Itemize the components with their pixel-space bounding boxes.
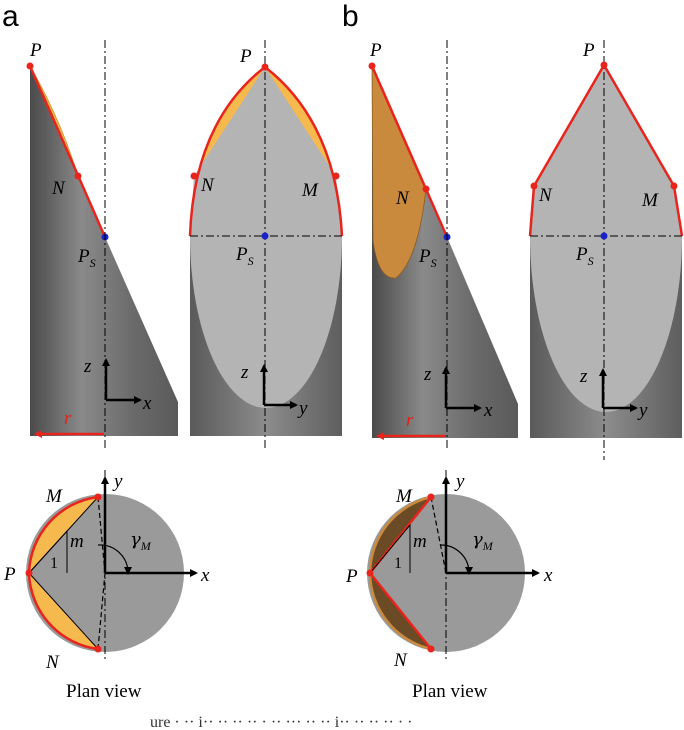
plan-point-N-b [427,645,435,653]
side-view-b: P N PS z x r [368,40,518,448]
point-N-b [422,185,430,193]
label-P-b: P [369,40,382,61]
label-P-front-b: P [582,40,595,61]
label-PS-a: PS [77,246,96,270]
slope-triangle-b [369,523,411,574]
plan-point-P-b [366,569,374,577]
label-gamma-b: γM [472,529,494,553]
label-z-front-b: z [579,366,588,387]
plan-point-N-a [94,645,102,653]
label-y-front-b: y [637,400,648,421]
point-PS-front-a [261,232,269,240]
cap-inner-front-b [530,65,682,236]
label-y-front-a: y [297,398,308,419]
label-one-a: 1 [50,555,58,572]
outline-side-b [370,65,449,238]
label-P-plan-b: P [345,566,358,587]
label-N-plan-b: N [393,650,408,671]
label-M-front-a: M [301,180,319,201]
plan-view-a: m 1 γM y x M P N Plan view [3,470,210,702]
gamma-arc-a [97,544,133,575]
label-PS-b: PS [418,246,437,270]
point-P-front-a [261,63,269,71]
point-P-b [368,62,376,70]
label-r-b: r [406,410,414,431]
side-view-a: P N PS z x r [26,40,178,448]
label-x-plan-a: x [200,565,210,586]
caption-plan-view-b: Plan view [412,681,488,702]
plan-edge-lower-a [28,572,99,650]
point-PS-front-b [600,232,608,240]
plan-point-P-a [25,569,33,577]
label-gamma-a: γM [130,529,152,553]
label-m-a: m [70,531,84,552]
plan-edge-lower-b [369,572,432,650]
label-x-b: x [483,400,493,421]
point-N-front-a [190,172,198,180]
point-N-front-b [530,182,538,190]
panel-b: b P N PS z x r [342,0,684,702]
ellipse-front-b [530,236,682,412]
label-r-a: r [64,408,72,429]
label-N-b: N [395,188,410,209]
plan-radius-M-a [97,496,106,574]
label-P-a: P [29,40,42,61]
label-M-front-b: M [641,190,659,211]
point-N-a [74,172,82,180]
sliver-b [371,65,427,279]
cap-inner-front-a [190,67,342,236]
plan-point-M-b [427,493,435,501]
bottom-caption-fragment: ure · ·· i·· ·· ·· ·· · ·· ··· ·· ·· i··… [150,714,413,730]
label-y-plan-b: y [454,471,465,492]
point-M-front-b [670,182,678,190]
label-N-front-b: N [538,185,553,206]
label-PS-front-b: PS [575,244,594,268]
plan-point-M-a [94,493,102,501]
label-N-plan-a: N [45,652,60,673]
ellipse-front-a [190,236,342,408]
label-m-b: m [413,531,427,552]
label-z-a: z [83,356,92,377]
panel-letter-a: a [2,0,19,33]
plan-edge-upper-a [28,496,99,574]
panel-letter-b: b [342,0,359,33]
point-P-front-b [600,61,608,69]
label-x-plan-b: x [543,565,553,586]
plan-view-b: m 1 γM y x M P N Plan view [345,470,553,702]
outline-side-a [28,65,107,238]
panel-a: a P N PS z x r [2,0,344,702]
label-N-front-a: N [200,175,215,196]
front-view-a: P N M PS z y [188,40,344,448]
label-x-a: x [142,393,152,414]
label-y-plan-a: y [112,471,123,492]
label-PS-front-a: PS [235,244,254,268]
cylinder-side-a [30,66,178,436]
caption-plan-view-a: Plan view [66,681,142,702]
front-view-b: P N M PS z y [528,40,684,460]
label-P-plan-a: P [3,564,16,585]
label-one-b: 1 [394,555,402,572]
label-z-b: z [423,364,432,385]
label-N-a: N [51,178,66,199]
label-M-plan-b: M [395,486,413,507]
label-z-front-a: z [240,362,249,383]
label-P-front-a: P [239,46,252,67]
plan-radius-N-a [97,572,106,650]
plan-radius-M-b [430,496,447,574]
label-M-plan-a: M [45,486,63,507]
point-M-front-a [332,172,340,180]
point-P-a [26,62,34,70]
